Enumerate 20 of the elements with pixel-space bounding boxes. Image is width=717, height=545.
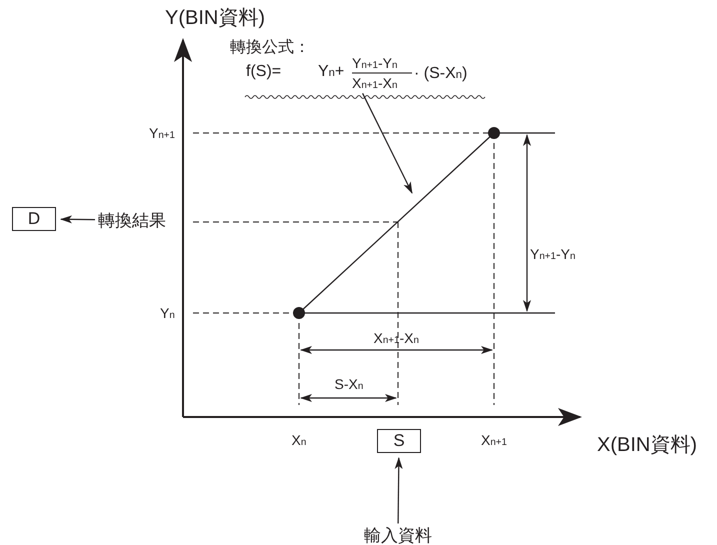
formula-text: f(S)= xyxy=(246,64,282,80)
tick-label: X$_{n+1}$ xyxy=(481,432,507,448)
tick-label: Y$_{n}$ xyxy=(160,306,175,320)
dimension-label: X$_{n+1}$-X$_{n}$ xyxy=(374,330,419,346)
variable-box: S xyxy=(377,429,421,453)
description-text: 輸入資料 xyxy=(364,526,432,544)
variable-box: D xyxy=(12,207,56,231)
arrow xyxy=(394,457,403,524)
dimension-label: S-X$_{n}$ xyxy=(334,376,364,392)
arrow xyxy=(60,215,95,224)
leader-arrow xyxy=(362,93,413,194)
axis-title: X(BIN資料) xyxy=(597,435,697,455)
tick-label: Y$_{n+1}$ xyxy=(149,126,175,140)
denominator-text: X$_{n+1}$-X$_{n}$ xyxy=(352,76,398,90)
axis-title: Y(BIN資料) xyxy=(165,8,265,28)
tick-label: X$_{n}$ xyxy=(292,432,306,448)
dimension-label: Y$_{n+1}$-Y$_{n}$ xyxy=(530,246,576,262)
formula-heading: 轉換公式： xyxy=(230,40,310,56)
description-text: 轉換結果 xyxy=(98,212,166,228)
numerator-text: Y$_{n+1}$-Y$_{n}$ xyxy=(352,56,398,70)
